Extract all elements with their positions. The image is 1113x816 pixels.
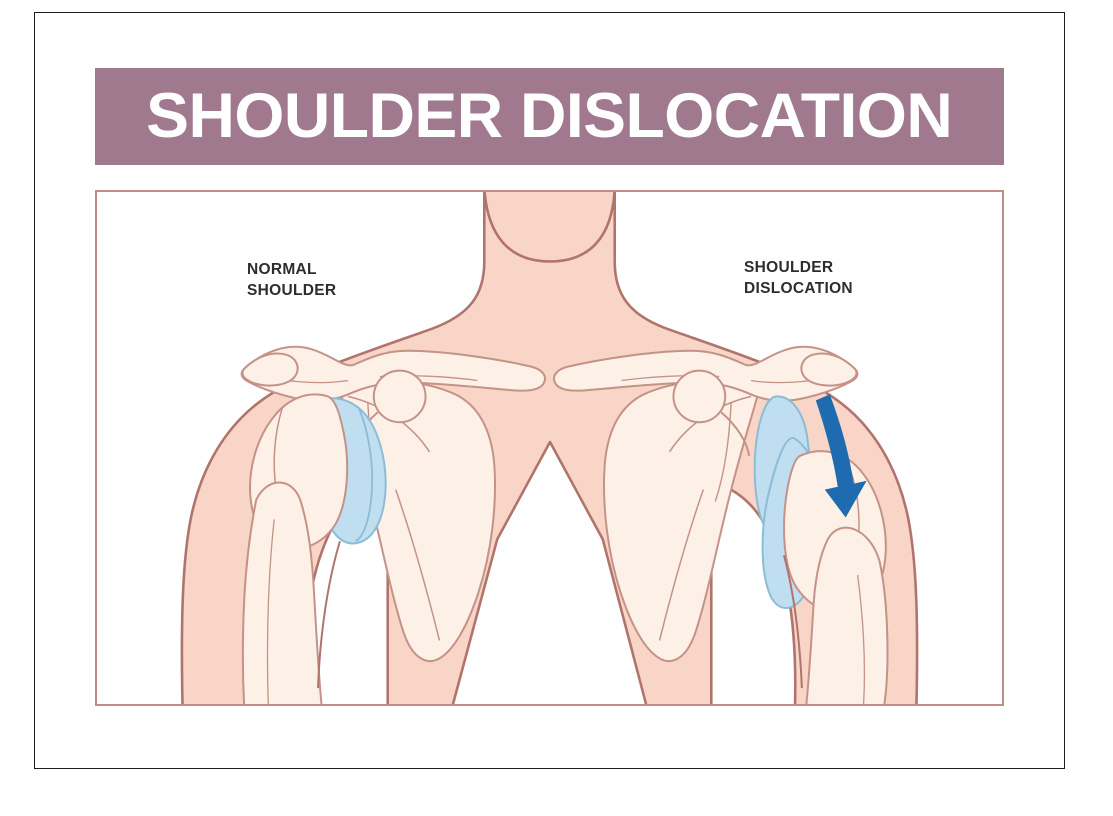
- shoulder-anatomy-illustration: [180, 192, 919, 704]
- coracoid-right: [672, 369, 727, 424]
- acromion-left: [241, 352, 299, 387]
- humerus-shaft-left-line: [266, 519, 275, 704]
- deltoid-contour-right: [783, 554, 803, 689]
- humerus-shaft-right-line: [856, 574, 866, 704]
- page-title: SHOULDER DISLOCATION: [146, 81, 953, 151]
- neck-notch: [483, 192, 616, 263]
- coracoid-right-neck: [720, 411, 751, 457]
- illustration-frame: NORMAL SHOULDER: [95, 190, 1004, 706]
- scapula-right: [603, 379, 762, 663]
- dislocation-arrow: [815, 394, 867, 518]
- scapula-right-detail: [714, 402, 732, 502]
- humerus-shaft-right: [805, 526, 889, 704]
- arrow-shaft-and-head: [815, 394, 867, 518]
- glenoid-cartilage-left-edge: [355, 405, 374, 543]
- humeral-head-left-groove: [273, 408, 283, 490]
- title-banner: SHOULDER DISLOCATION: [95, 68, 1004, 165]
- deltoid-contour-left: [317, 540, 341, 689]
- normal-shoulder-group: [240, 345, 546, 704]
- dislocated-shoulder-group: [553, 345, 889, 704]
- label-shoulder-dislocation: SHOULDER DISLOCATION: [744, 259, 853, 297]
- pectoral-contour-left: [394, 489, 441, 641]
- coracoid-left: [372, 369, 427, 424]
- pectoral-contour-right: [658, 489, 705, 641]
- acromion-right: [800, 352, 858, 387]
- label-normal-shoulder: NORMAL SHOULDER: [247, 261, 337, 299]
